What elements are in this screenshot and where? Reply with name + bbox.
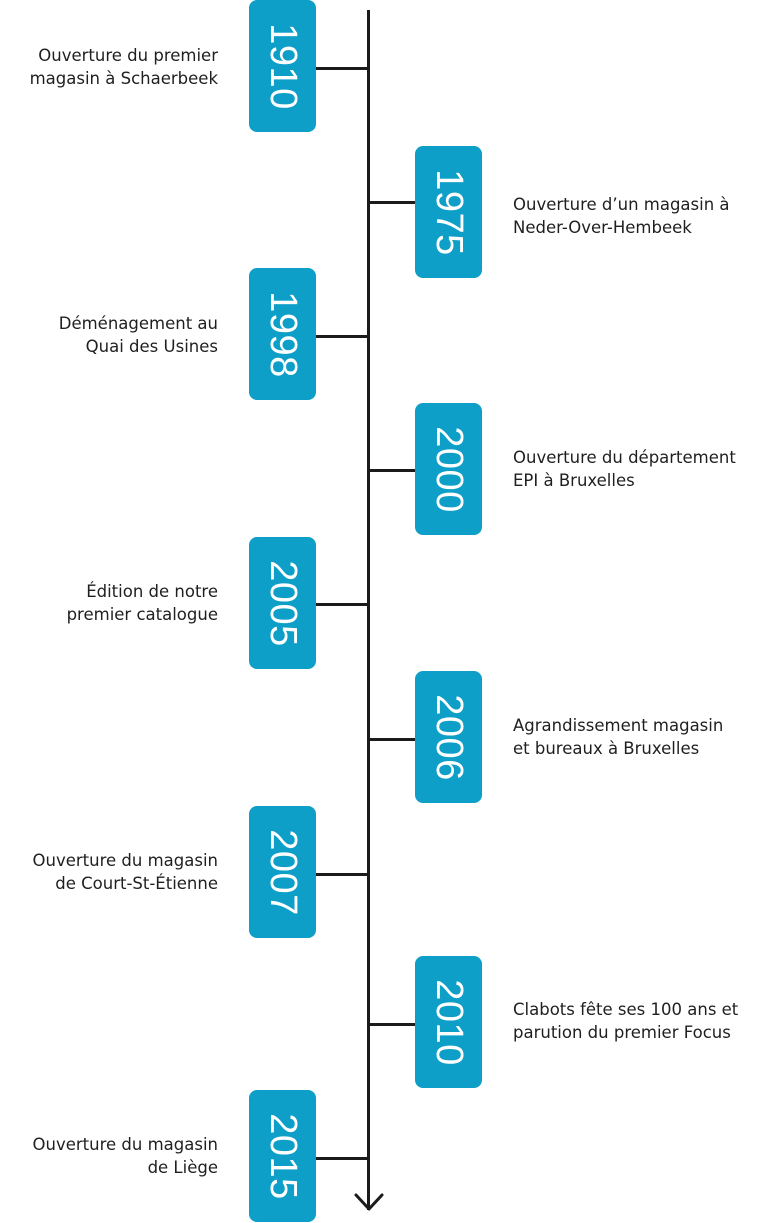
timeline-connector	[316, 335, 368, 338]
timeline-connector	[316, 1157, 368, 1160]
year-text: 2000	[428, 425, 471, 513]
event-description-line-1: Clabots fête ses 100 ans et	[513, 1000, 739, 1019]
year-badge: 1910	[249, 0, 316, 132]
event-description: Ouverture d’un magasin à Neder-Over-Hembe…	[513, 193, 730, 239]
event-description-line-1: Ouverture d’un magasin à	[513, 195, 730, 214]
event-description-line-1: Ouverture du magasin	[32, 1135, 218, 1154]
event-description-line-2: de Court-St-Étienne	[55, 874, 218, 893]
event-description-line-2: de Liège	[147, 1158, 218, 1177]
arrow-down-icon	[354, 1193, 384, 1211]
year-text: 1910	[262, 22, 305, 110]
timeline-connector	[368, 201, 416, 204]
timeline-connector	[316, 603, 368, 606]
year-badge: 2007	[249, 806, 316, 938]
event-description-line-1: Déménagement au	[58, 314, 218, 333]
year-badge: 1975	[415, 146, 482, 278]
event-description-line-2: magasin à Schaerbeek	[29, 69, 218, 88]
event-description: Ouverture du magasin de Liège	[33, 1133, 218, 1179]
event-description-line-1: Édition de notre	[86, 582, 218, 601]
event-description-line-2: EPI à Bruxelles	[513, 471, 635, 490]
event-description: Déménagement au Quai des Usines	[59, 312, 218, 358]
event-description-line-2: parution du premier Focus	[513, 1023, 731, 1042]
event-description: Ouverture du premier magasin à Schaerbeek	[30, 44, 218, 90]
year-text: 2010	[428, 978, 471, 1066]
event-description-line-1: Ouverture du premier	[38, 46, 218, 65]
event-description-line-1: Agrandissement magasin	[513, 716, 724, 735]
event-description-line-2: Neder-Over-Hembeek	[513, 218, 692, 237]
year-badge: 2010	[415, 956, 482, 1088]
timeline-connector	[316, 67, 368, 70]
year-badge: 1998	[249, 268, 316, 400]
event-description: Agrandissement magasin et bureaux à Bruxe…	[513, 714, 723, 760]
timeline-axis	[367, 10, 370, 1210]
year-text: 1975	[428, 168, 471, 256]
event-description-line-1: Ouverture du département	[513, 448, 736, 467]
timeline-connector	[316, 873, 368, 876]
event-description: Édition de notre premier catalogue	[67, 580, 218, 626]
event-description: Ouverture du magasin de Court-St-Étienne	[33, 849, 218, 895]
year-badge: 2006	[415, 671, 482, 803]
event-description-line-2: et bureaux à Bruxelles	[513, 739, 700, 758]
year-badge: 2000	[415, 403, 482, 535]
year-badge: 2015	[249, 1090, 316, 1222]
year-text: 2007	[262, 828, 305, 916]
year-text: 2005	[262, 559, 305, 647]
year-badge: 2005	[249, 537, 316, 669]
timeline-connector	[368, 469, 416, 472]
timeline-connector	[368, 738, 416, 741]
event-description-line-1: Ouverture du magasin	[32, 851, 218, 870]
event-description: Clabots fête ses 100 ans et parution du p…	[513, 998, 738, 1044]
event-description-line-2: premier catalogue	[66, 605, 218, 624]
event-description-line-2: Quai des Usines	[85, 337, 218, 356]
year-text: 2006	[428, 693, 471, 781]
year-text: 1998	[262, 290, 305, 378]
timeline-connector	[368, 1023, 416, 1026]
year-text: 2015	[262, 1112, 305, 1200]
